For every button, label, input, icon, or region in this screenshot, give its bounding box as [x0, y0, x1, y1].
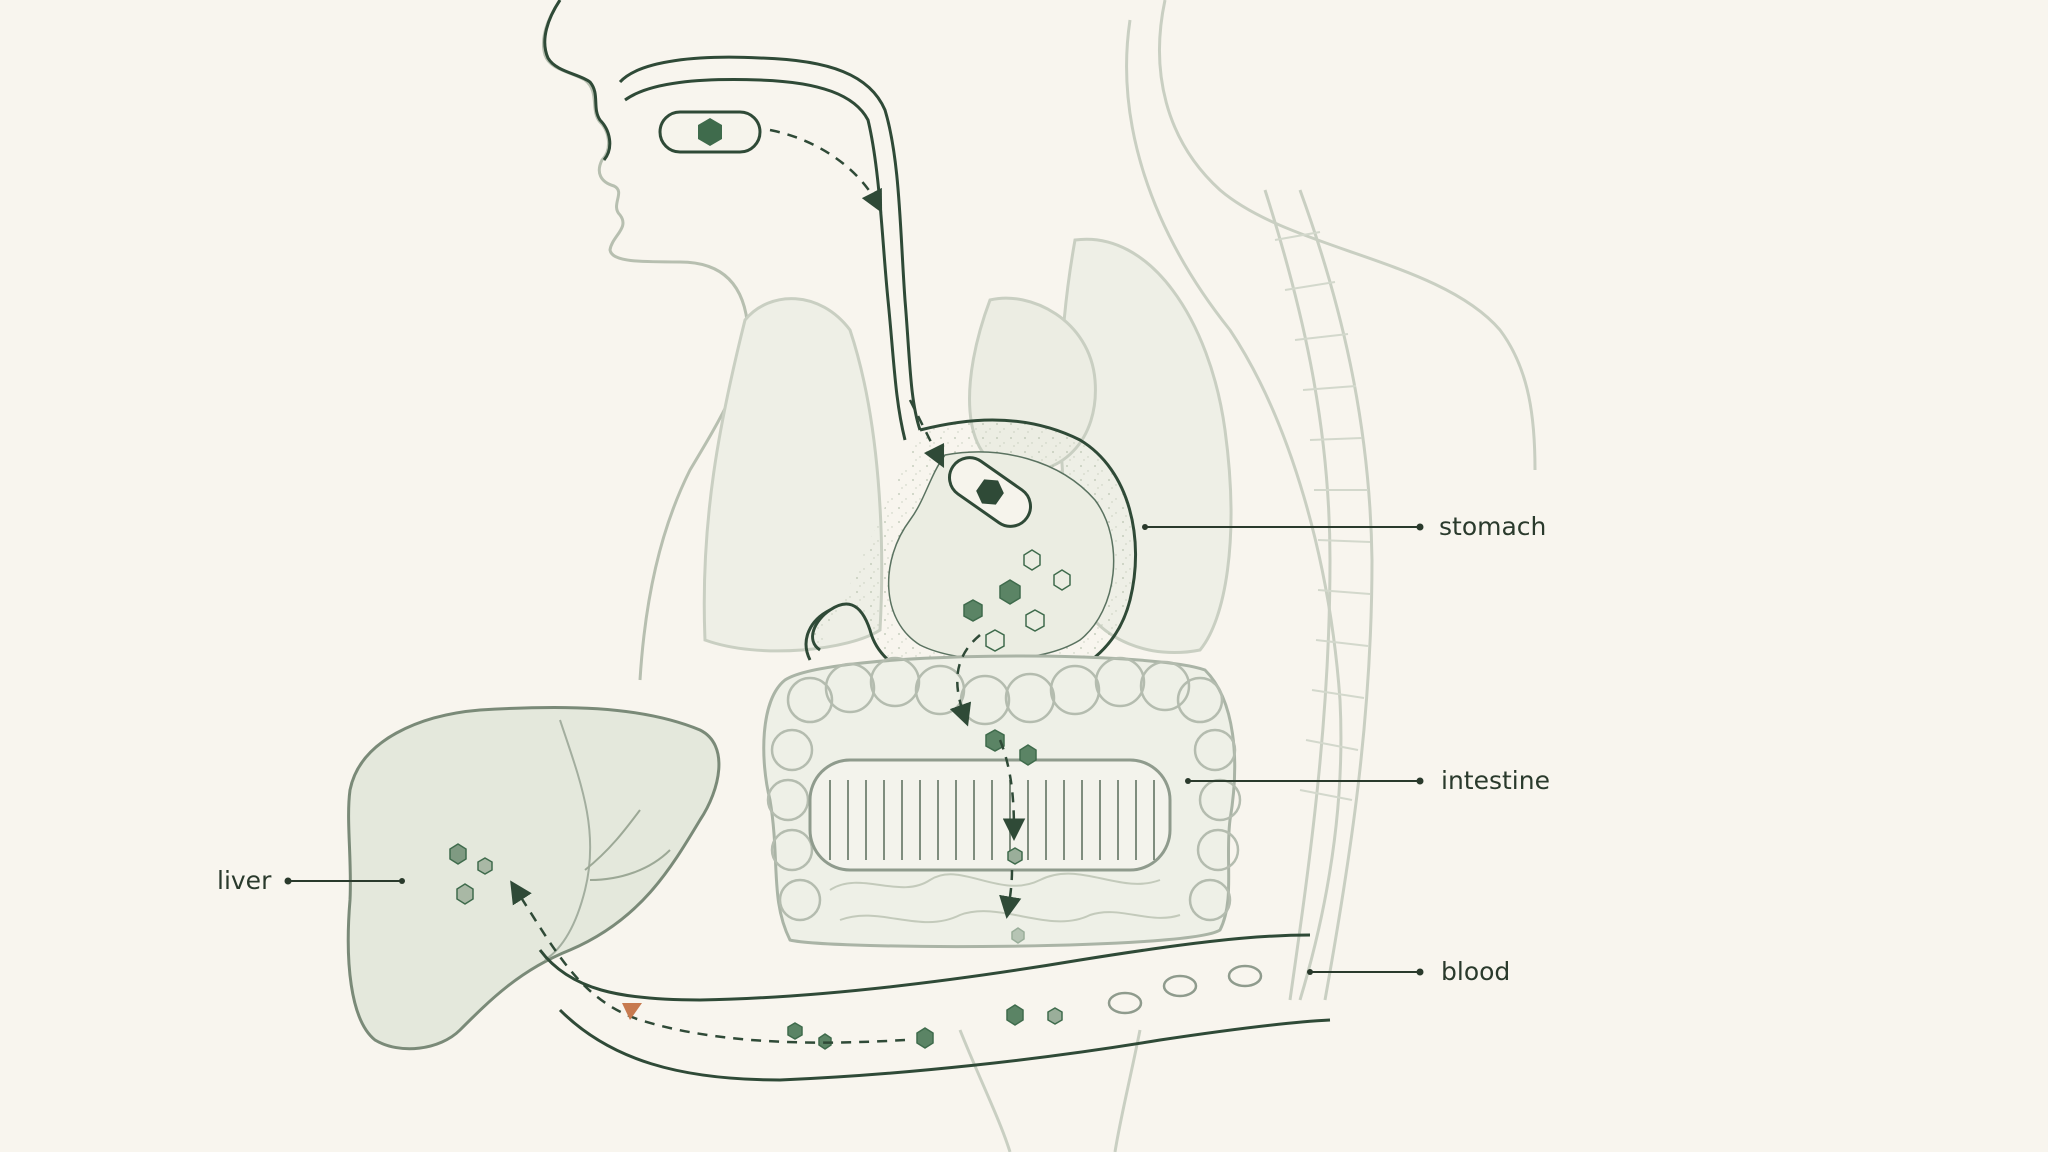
arrow-mouth-to-esophagus	[769, 128, 883, 214]
red-blood-cells	[1107, 964, 1263, 1015]
hexagon-icon	[1006, 1004, 1024, 1026]
capsule-icon	[948, 456, 1032, 528]
hexagon-icon	[999, 579, 1021, 605]
hexagon-icon	[985, 629, 1005, 652]
arrow-wall-to-blood	[999, 869, 1022, 919]
hexagon-icon	[1007, 847, 1023, 865]
arrow-blood-to-liver	[510, 880, 906, 1044]
hexagon-icon	[1023, 549, 1041, 571]
arrow-esophagus-to-stomach	[908, 399, 945, 469]
esophagus-inner	[624, 78, 907, 441]
triangle-marker-icon	[622, 1003, 642, 1020]
intestine-organ	[762, 654, 1242, 949]
hexagon-icon	[456, 883, 474, 905]
stomach-label: stomach	[1439, 512, 1546, 541]
hexagon-icon	[1047, 1007, 1063, 1025]
liver-vessels	[584, 809, 671, 881]
blood-vessel	[538, 933, 1331, 1082]
pelvis	[958, 1029, 1142, 1152]
hexagon-icon	[1053, 569, 1071, 591]
spine	[1263, 189, 1332, 1001]
leader-lines	[288, 526, 1420, 973]
digestive-tract	[543, 0, 1137, 692]
hexagon-icon	[916, 1027, 934, 1049]
hexagon-icon	[985, 729, 1005, 752]
arrow-intestine-to-wall	[998, 739, 1026, 841]
mouth-profile	[543, 0, 612, 161]
hexagon-icon	[1019, 744, 1037, 766]
esophagus-outer	[618, 55, 922, 431]
hexagon-icon	[1025, 609, 1045, 632]
vessel-upper-wall	[538, 933, 1311, 1002]
blood-label: blood	[1441, 957, 1510, 986]
hexagon-icon	[1011, 927, 1025, 944]
liver-label: liver	[217, 866, 272, 895]
vessel-lower-wall	[558, 1008, 1331, 1082]
hexagon-icon	[477, 857, 493, 875]
vertebrae	[1274, 231, 1371, 801]
spine-inner	[1298, 189, 1374, 1001]
hexagon-icon-group	[449, 549, 1071, 1050]
liver-lobe-line	[544, 719, 592, 961]
neck-outline	[1125, 19, 1343, 1001]
capsule-icon	[658, 110, 762, 154]
hexagon-icon	[963, 599, 983, 622]
colon-haustra	[766, 656, 1242, 922]
leader-dots	[284, 523, 1424, 976]
intestine-label: intestine	[1441, 766, 1550, 795]
liver-organ	[346, 705, 721, 1051]
back-outline	[1158, 0, 1537, 471]
flow-arrows	[510, 128, 1026, 1044]
hexagon-icon	[787, 1022, 803, 1040]
villi-band	[808, 758, 1172, 872]
liver-outline	[346, 705, 721, 1051]
duodenum	[804, 608, 831, 661]
hexagon-icon	[449, 843, 467, 865]
